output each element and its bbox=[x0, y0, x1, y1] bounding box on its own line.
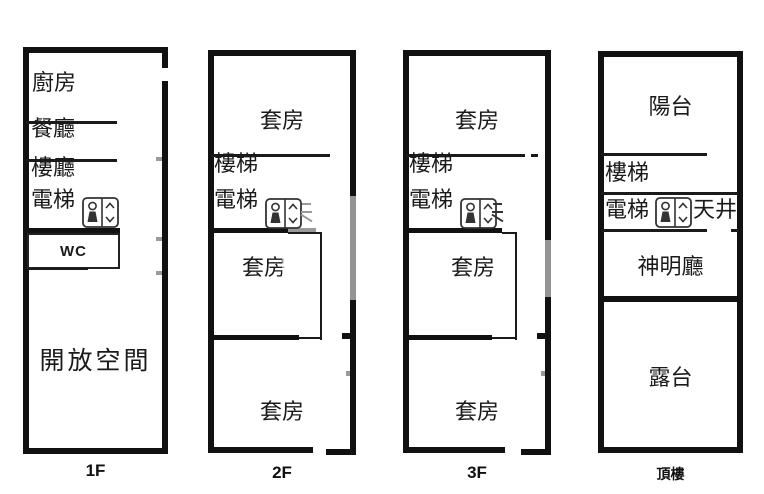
watermark-fade bbox=[348, 196, 356, 300]
floor-plan-3f: 套房 樓梯 電梯 套房 套房 bbox=[403, 50, 551, 455]
room-label-open-space: 開放空間 bbox=[39, 346, 152, 375]
room-label-wc: WC bbox=[60, 242, 87, 260]
room-label-suite-mid: 套房 bbox=[242, 256, 287, 281]
faded-wall bbox=[288, 228, 316, 233]
floor-label-2f: 2F bbox=[272, 463, 292, 482]
wall-segment bbox=[23, 47, 29, 454]
interior-wall bbox=[288, 232, 322, 234]
wall-stub bbox=[156, 157, 162, 161]
room-label-suite-top: 套房 bbox=[259, 109, 304, 134]
interior-wall bbox=[492, 337, 517, 339]
interior-wall bbox=[598, 296, 743, 302]
room-label-stairs: 樓梯 bbox=[214, 152, 259, 177]
interior-wall bbox=[406, 335, 492, 340]
wall-segment bbox=[23, 448, 168, 454]
wall-segment bbox=[598, 51, 604, 453]
wall-segment bbox=[162, 47, 168, 68]
room-label-kitchen: 廚房 bbox=[32, 71, 77, 96]
watermark-fade bbox=[543, 240, 551, 297]
room-label-suite-mid: 套房 bbox=[451, 256, 496, 281]
wall-segment bbox=[23, 47, 168, 53]
wall-stub bbox=[346, 371, 350, 376]
faded-label-fragment bbox=[300, 213, 313, 223]
room-label-lightwell: 天井 bbox=[693, 198, 738, 223]
room-label-elevator: 電梯 bbox=[214, 188, 259, 213]
room-label-stairs: 樓梯 bbox=[605, 161, 650, 186]
watermark-fade bbox=[282, 240, 316, 292]
interior-wall bbox=[320, 232, 322, 340]
clipped-label-fragment bbox=[492, 211, 503, 213]
interior-wall bbox=[601, 192, 737, 195]
room-label-suite-bottom: 套房 bbox=[454, 400, 499, 425]
interior-wall bbox=[28, 268, 88, 270]
wall-segment bbox=[162, 81, 168, 454]
interior-wall bbox=[601, 153, 707, 156]
wall-stub bbox=[541, 371, 545, 376]
elevator-icon bbox=[655, 197, 692, 232]
room-label-stairs: 樓梯 bbox=[409, 152, 454, 177]
wall-stub bbox=[531, 154, 538, 157]
interior-wall bbox=[502, 232, 517, 234]
room-wc: WC bbox=[27, 233, 120, 269]
elevator-icon bbox=[460, 198, 497, 233]
interior-wall bbox=[26, 228, 120, 233]
interior-wall bbox=[601, 229, 707, 232]
wall-segment bbox=[403, 50, 551, 56]
wall-segment bbox=[208, 447, 313, 453]
room-label-hall: 樓廳 bbox=[31, 156, 76, 181]
wall-segment bbox=[598, 447, 743, 453]
room-label-balcony: 陽台 bbox=[648, 95, 693, 120]
faded-label-fragment bbox=[301, 211, 312, 213]
interior-wall bbox=[211, 335, 299, 340]
wall-segment bbox=[208, 50, 214, 453]
floor-label-roof: 頂樓 bbox=[656, 466, 685, 482]
room-label-elevator: 電梯 bbox=[409, 188, 454, 213]
interior-wall bbox=[406, 228, 502, 233]
wall-stub bbox=[537, 333, 545, 339]
faded-label-fragment bbox=[302, 203, 311, 205]
floor-label-3f: 3F bbox=[467, 463, 487, 482]
room-label-elevator: 電梯 bbox=[31, 188, 76, 213]
wall-stub bbox=[731, 229, 739, 232]
room-label-elevator: 電梯 bbox=[605, 198, 650, 223]
clipped-label-fragment bbox=[493, 203, 502, 205]
wall-segment bbox=[737, 51, 743, 453]
wall-stub bbox=[156, 271, 162, 275]
interior-wall bbox=[26, 159, 117, 162]
floor-label-1f: 1F bbox=[85, 461, 106, 480]
wall-stub bbox=[342, 333, 350, 339]
room-label-dining: 餐廳 bbox=[31, 117, 76, 142]
wall-segment bbox=[403, 447, 505, 453]
floor-plan-roof: 陽台 樓梯 電梯 天井 神明廳 露台 bbox=[598, 51, 743, 453]
interior-wall bbox=[211, 154, 330, 157]
floor-plan-1f: WC 廚房 餐廳 樓廳 電梯 開放空間 bbox=[23, 47, 168, 454]
room-label-shrine: 神明廳 bbox=[637, 255, 704, 280]
wall-segment bbox=[326, 449, 356, 455]
wall-segment bbox=[208, 50, 356, 56]
room-label-suite-bottom: 套房 bbox=[259, 400, 304, 425]
wall-segment bbox=[598, 51, 743, 57]
interior-wall bbox=[26, 121, 117, 124]
wall-segment bbox=[403, 50, 409, 453]
room-label-terrace: 露台 bbox=[648, 366, 693, 391]
interior-wall bbox=[406, 154, 525, 157]
room-label-suite-top: 套房 bbox=[454, 109, 499, 134]
elevator-icon bbox=[82, 197, 119, 232]
wall-segment bbox=[521, 449, 551, 455]
elevator-icon bbox=[265, 198, 302, 233]
wall-stub bbox=[156, 237, 162, 241]
floor-plan-2f: 套房 樓梯 電梯 套房 套房 bbox=[208, 50, 356, 455]
interior-wall bbox=[299, 337, 322, 339]
interior-wall bbox=[515, 232, 517, 340]
interior-wall bbox=[211, 228, 288, 233]
